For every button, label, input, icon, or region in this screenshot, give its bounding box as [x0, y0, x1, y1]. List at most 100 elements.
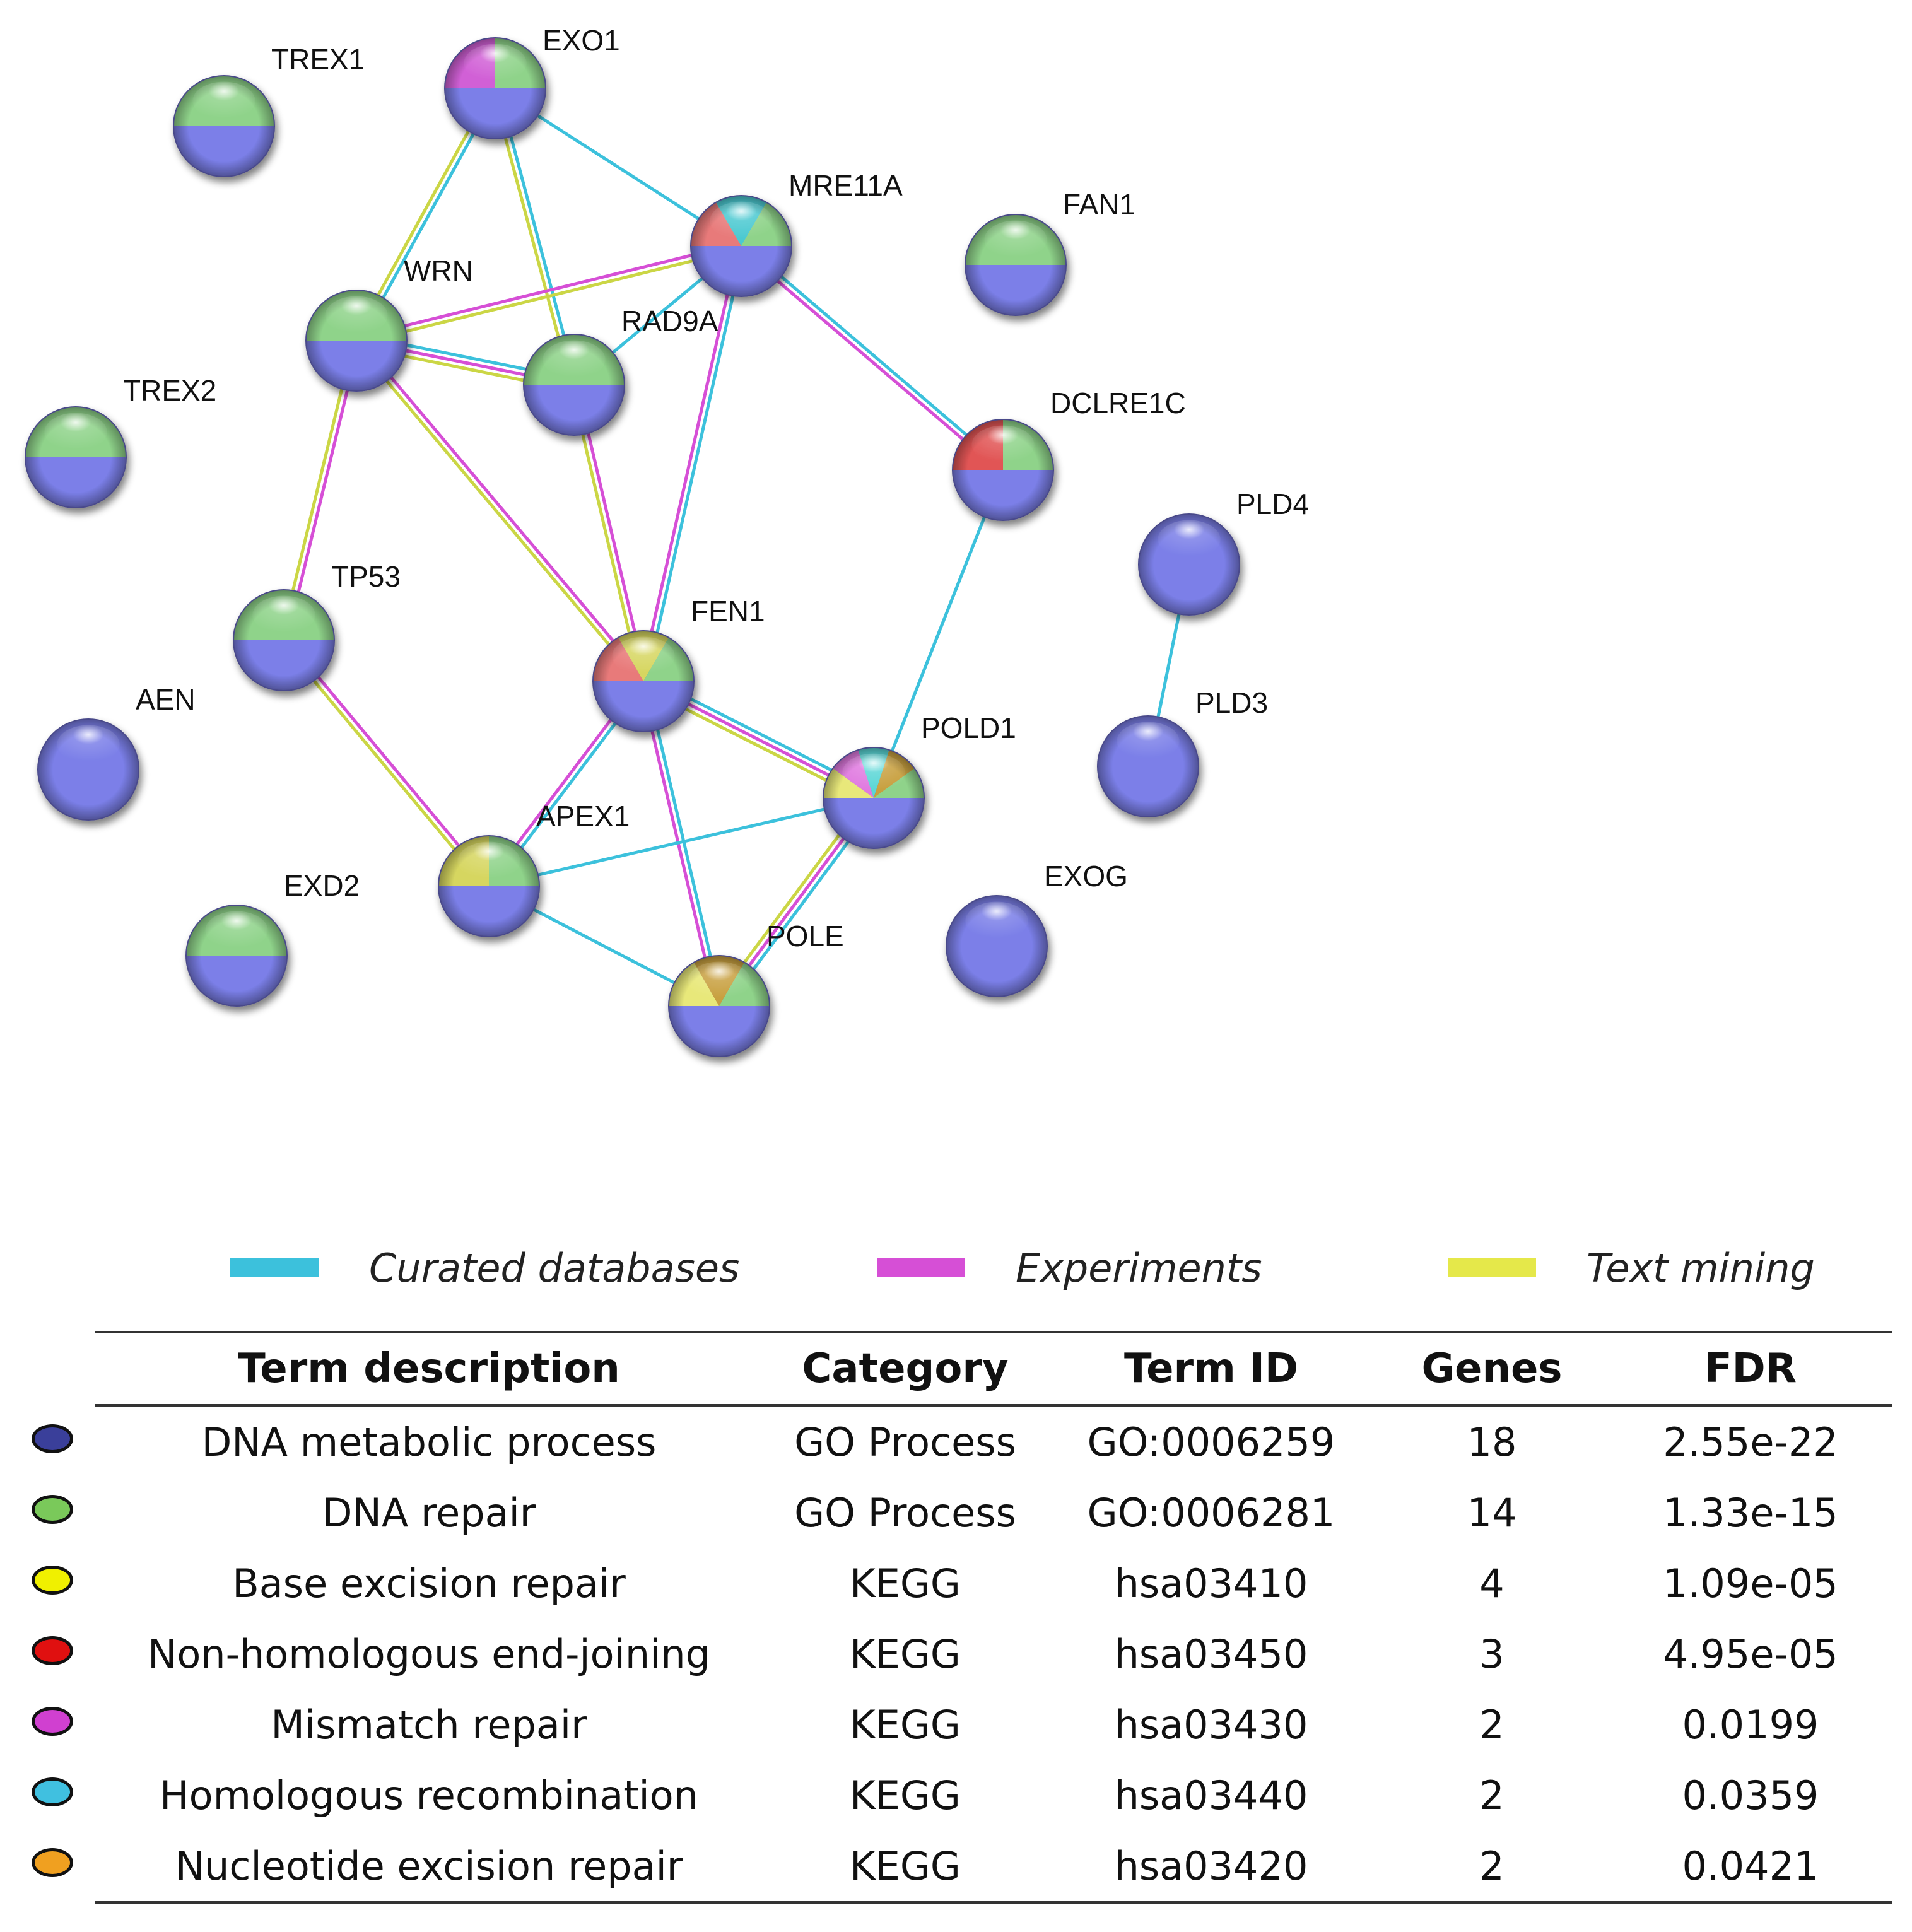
- node-fan1[interactable]: [965, 214, 1067, 316]
- node-wrn[interactable]: [305, 290, 408, 392]
- node-pold1[interactable]: [823, 747, 925, 849]
- node-label-rad9a: RAD9A: [621, 305, 718, 337]
- node-exog[interactable]: [946, 895, 1048, 997]
- cell-fdr: 0.0421: [1609, 1830, 1892, 1904]
- edge-wrn-fen1-experiments: [357, 337, 647, 681]
- node-pld4[interactable]: [1138, 513, 1240, 616]
- header-genes: Genes: [1375, 1331, 1609, 1407]
- cell-category: KEGG: [763, 1830, 1047, 1904]
- cell-term-id: hsa03420: [1047, 1830, 1375, 1904]
- node-trex2[interactable]: [25, 406, 127, 508]
- node-trex1[interactable]: [173, 75, 275, 177]
- legend-label-text-mining: Text mining: [1586, 1244, 1815, 1291]
- cell-genes: 14: [1467, 1489, 1517, 1536]
- legend-item-experiments: Experiments: [877, 1243, 1262, 1293]
- node-exd2[interactable]: [185, 905, 288, 1007]
- cell-description: Non-homologous end-joining: [147, 1630, 710, 1677]
- category-color-dot: [32, 1848, 73, 1877]
- cell-category: KEGG: [850, 1630, 961, 1677]
- legend-item-text-mining: Text mining: [1448, 1243, 1815, 1293]
- node-mre11a[interactable]: [690, 195, 792, 297]
- node-label-wrn: WRN: [404, 254, 473, 287]
- cell-fdr: 1.09e-05: [1663, 1560, 1838, 1607]
- cell-term-id: hsa03440: [1114, 1772, 1308, 1818]
- cell-genes: 18: [1467, 1419, 1517, 1465]
- cell-genes: 2: [1375, 1830, 1609, 1904]
- cell-description: DNA metabolic process: [201, 1419, 657, 1465]
- node-label-pole: POLE: [766, 920, 844, 952]
- edge-mre11a-dclre1c-curated: [742, 242, 1006, 469]
- node-apex1[interactable]: [438, 835, 540, 937]
- legend-label-experiments: Experiments: [1016, 1244, 1262, 1291]
- node-label-fan1: FAN1: [1063, 188, 1135, 221]
- edge-wrn-mre11a-experiments: [355, 242, 741, 340]
- cell-genes: 3: [1479, 1630, 1504, 1677]
- cell-genes: 2: [1479, 1701, 1504, 1748]
- legend-swatch-text-mining: [1448, 1258, 1536, 1277]
- cell-fdr: 1.33e-15: [1663, 1489, 1838, 1536]
- edge-wrn-fen1-text: [353, 341, 643, 684]
- cell-description: Homologous recombination: [160, 1772, 698, 1818]
- node-rad9a[interactable]: [523, 334, 625, 436]
- table-row: DNA repair GO Process GO:0006281 14 1.33e-15: [32, 1477, 1892, 1548]
- cell-genes: 2: [1479, 1772, 1504, 1818]
- edge-dclre1c-pold1-curated: [872, 469, 1005, 799]
- edge-wrn-tp53-text: [279, 339, 356, 640]
- node-label-trex2: TREX2: [123, 374, 216, 407]
- node-label-mre11a: MRE11A: [789, 169, 903, 202]
- edge-tp53-apex1-experiments: [284, 637, 493, 886]
- legend-label-curated: Curated databases: [369, 1244, 740, 1291]
- header-category: Category: [763, 1331, 1047, 1407]
- table-header-row: Term description Category Term ID Genes …: [95, 1331, 1892, 1407]
- node-exo1[interactable]: [444, 37, 546, 139]
- node-label-apex1: APEX1: [536, 800, 630, 833]
- node-aen[interactable]: [37, 718, 139, 821]
- cell-description: Nucleotide excision repair: [95, 1830, 763, 1904]
- legend-item-curated: Curated databases: [230, 1243, 739, 1293]
- cell-term-id: hsa03430: [1114, 1701, 1308, 1748]
- cell-fdr: 0.0359: [1682, 1772, 1819, 1818]
- node-tp53[interactable]: [233, 589, 335, 691]
- node-label-fen1: FEN1: [691, 595, 765, 628]
- cell-description: Mismatch repair: [271, 1701, 587, 1748]
- node-label-exo1: EXO1: [543, 24, 620, 57]
- node-pld3[interactable]: [1097, 715, 1199, 817]
- legend-swatch-curated: [230, 1258, 319, 1277]
- cell-term-id: GO:0006281: [1087, 1489, 1335, 1536]
- header-term-id: Term ID: [1047, 1331, 1375, 1407]
- edge-mre11a-dclre1c-experiments: [738, 247, 1002, 474]
- legend-swatch-experiments: [877, 1258, 965, 1277]
- edge-exo1-rad9a-curated: [496, 87, 578, 385]
- cell-fdr: 2.55e-22: [1663, 1419, 1838, 1465]
- node-pole[interactable]: [668, 955, 770, 1057]
- cell-description: Base excision repair: [232, 1560, 626, 1607]
- enrichment-table: Term description Category Term ID Genes …: [32, 1331, 1892, 1904]
- node-dclre1c[interactable]: [952, 419, 1054, 521]
- edge-wrn-tp53-experiments: [284, 341, 361, 641]
- node-label-aen: AEN: [136, 683, 196, 716]
- cell-category: KEGG: [850, 1560, 961, 1607]
- cell-fdr: 4.95e-05: [1663, 1630, 1838, 1677]
- cell-category: GO Process: [794, 1419, 1016, 1465]
- cell-category: KEGG: [850, 1772, 961, 1818]
- category-color-dot: [32, 1707, 73, 1736]
- edge-wrn-mre11a-text: [356, 247, 742, 345]
- edge-exo1-rad9a-text: [491, 88, 573, 386]
- category-color-dot: [32, 1566, 73, 1595]
- cell-genes: 4: [1479, 1560, 1504, 1607]
- cell-description: DNA repair: [322, 1489, 536, 1536]
- cell-category: GO Process: [794, 1489, 1016, 1536]
- edge-mre11a-fen1-curated: [644, 246, 746, 682]
- category-color-dot: [32, 1495, 73, 1524]
- node-label-pld4: PLD4: [1236, 488, 1309, 520]
- edge-legend: Curated databases Experiments Text minin…: [0, 1230, 1912, 1306]
- node-label-exog: EXOG: [1044, 860, 1128, 893]
- node-fen1[interactable]: [592, 630, 695, 732]
- cell-category: KEGG: [850, 1701, 961, 1748]
